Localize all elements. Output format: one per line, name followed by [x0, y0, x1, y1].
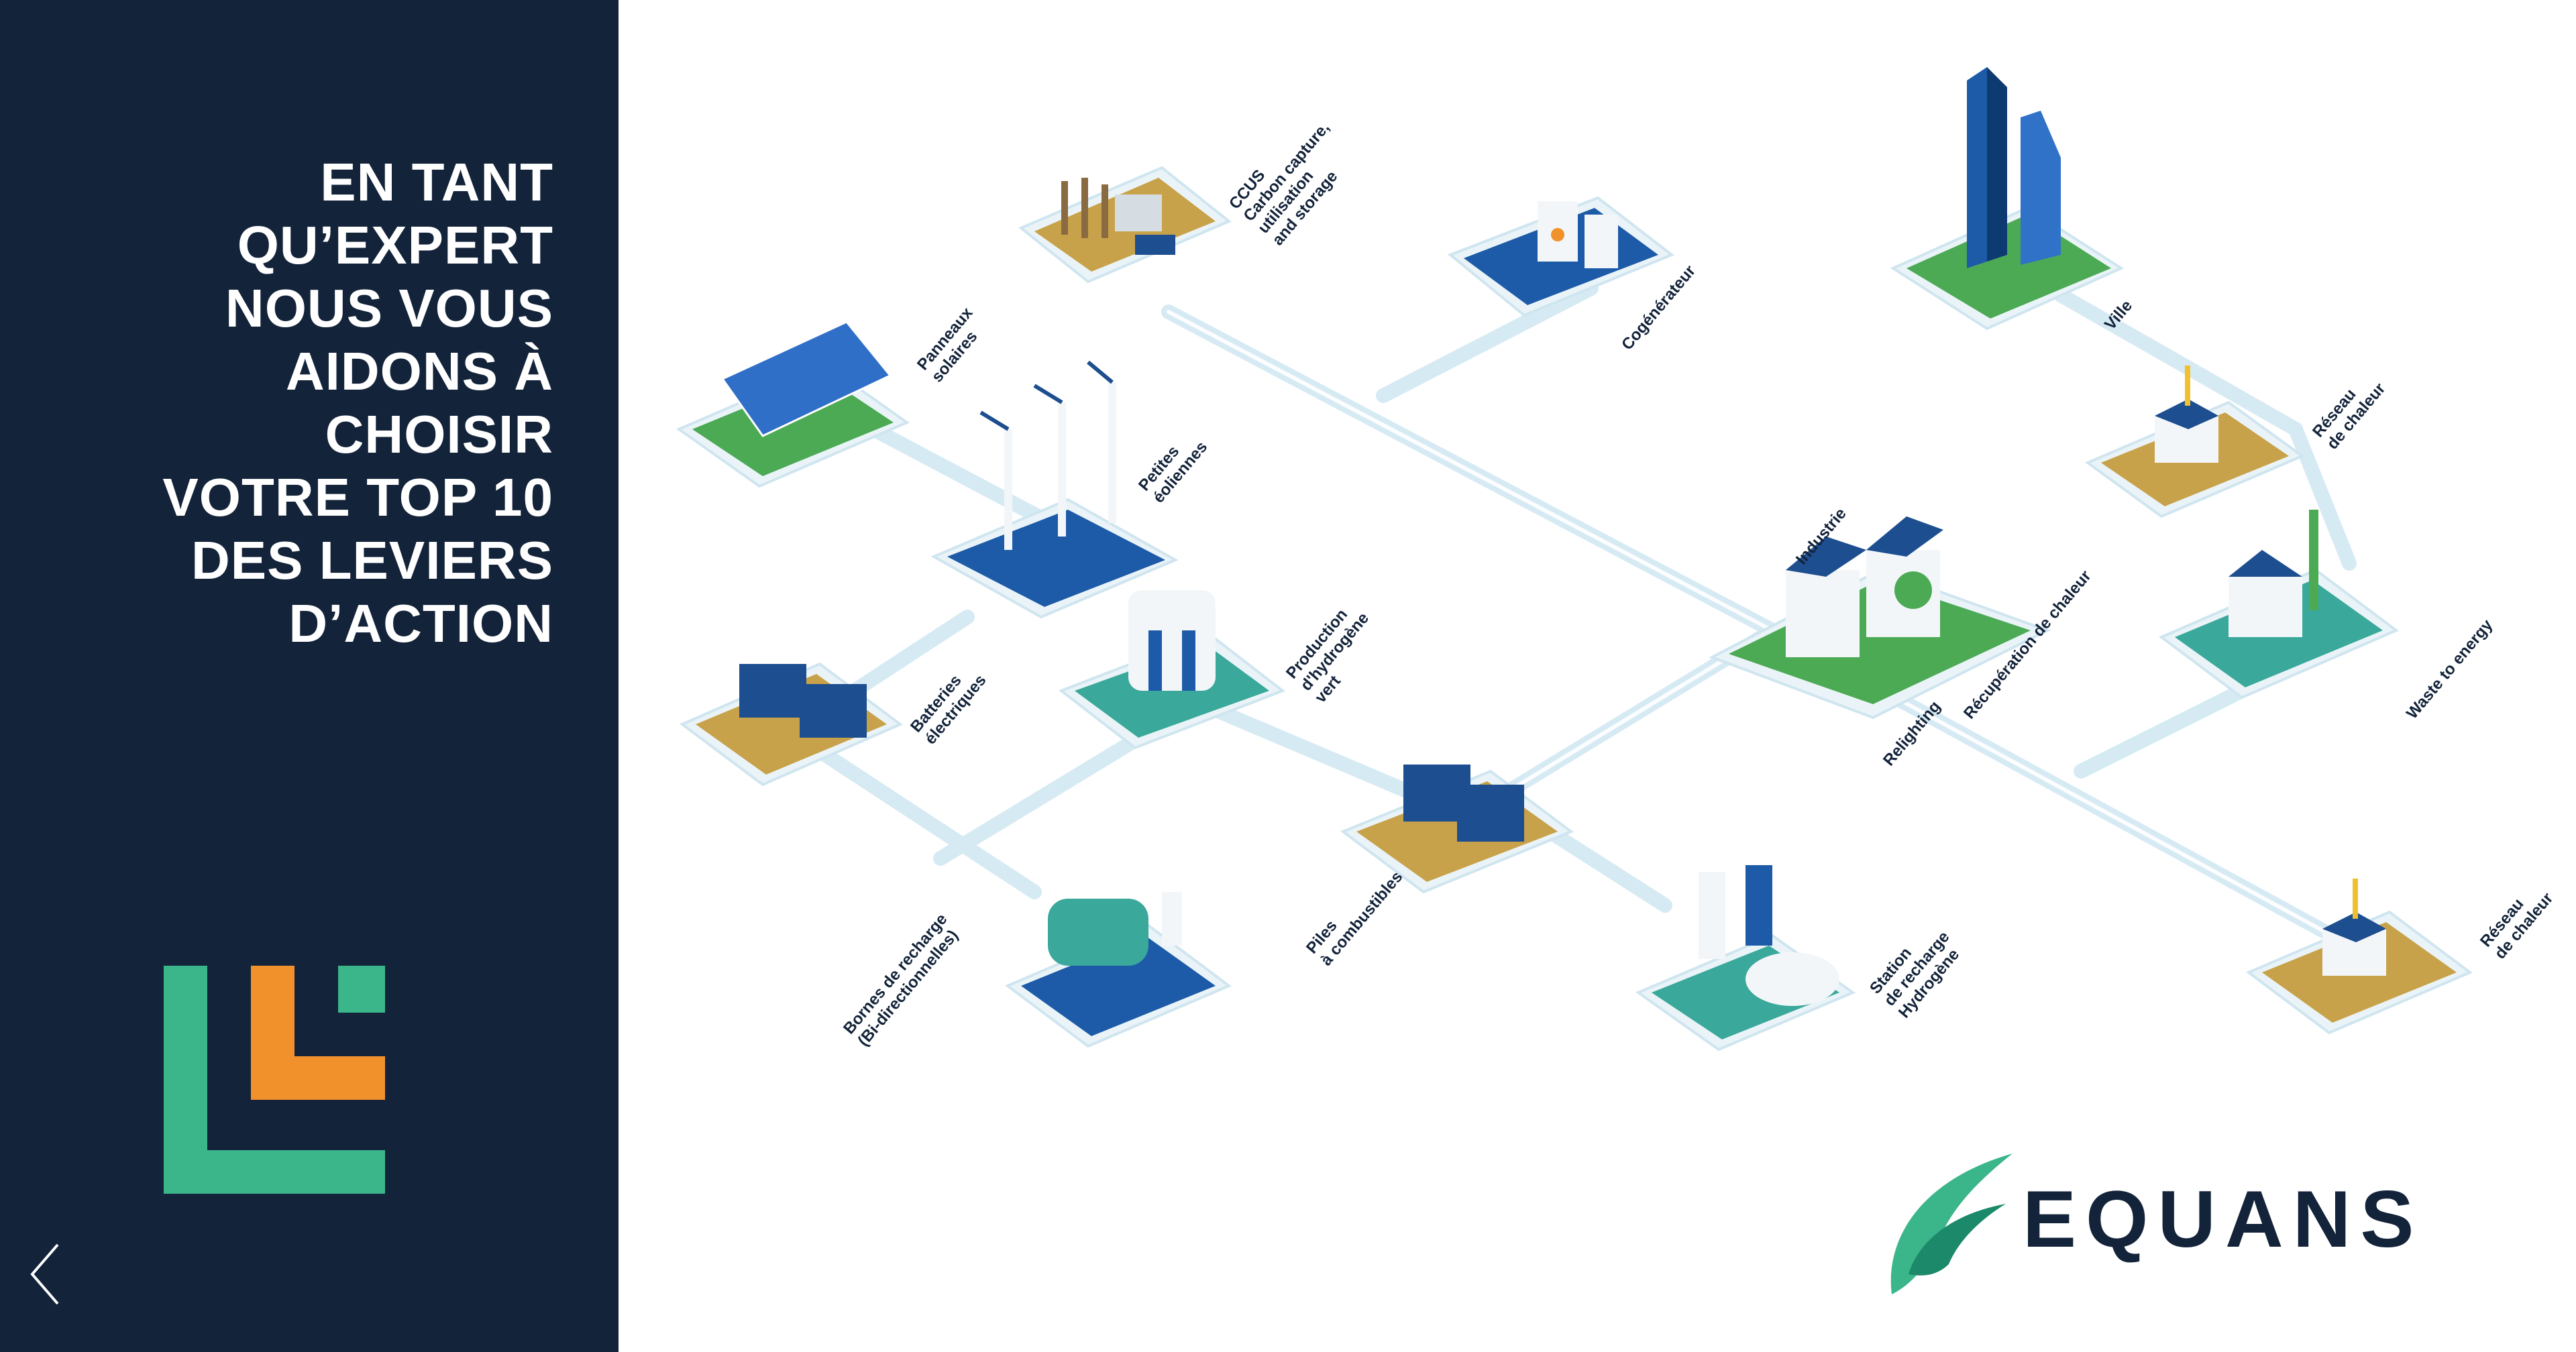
bornes-recharge-tile[interactable]: [1005, 892, 1232, 1048]
diagram-canvas: [676, 67, 2473, 1052]
equans-logo: EQUANS: [1878, 1140, 2496, 1301]
industrie-tile[interactable]: [1709, 516, 2051, 720]
headline-line: D’ACTION: [288, 594, 553, 653]
ccus-tile[interactable]: [1018, 166, 1232, 284]
headline-line: CHOISIR: [325, 404, 553, 464]
headline-line: QU’EXPERT: [237, 215, 553, 275]
headline-line: DES LEVIERS: [191, 530, 553, 590]
brand-mark-icon: [164, 966, 385, 1194]
panneaux-solaires-tile[interactable]: [676, 321, 910, 488]
cogenerateur-tile[interactable]: [1448, 196, 1674, 317]
left-panel: EN TANT QU’EXPERT NOUS VOUS AIDONS À CHO…: [0, 0, 619, 1352]
petites-eoliennes-tile[interactable]: [930, 360, 1179, 619]
chevron-left-icon[interactable]: [25, 1241, 66, 1308]
headline-line: NOUS VOUS: [225, 278, 553, 338]
production-hydrogene-tile[interactable]: [1058, 590, 1286, 750]
reseau-chaleur-tile-2[interactable]: [2246, 879, 2473, 1035]
equans-swoosh-icon: [1890, 1153, 2012, 1294]
reseau-chaleur-tile-1[interactable]: [2084, 365, 2306, 518]
equans-wordmark: EQUANS: [2023, 1174, 2424, 1264]
headline-line: VOTRE TOP 10: [162, 467, 553, 527]
headline-line: AIDONS À: [285, 341, 553, 401]
piles-combustibles-tile[interactable]: [1340, 765, 1574, 894]
batteries-tile[interactable]: [680, 662, 903, 787]
waste-to-energy-tile[interactable]: [2159, 510, 2399, 699]
station-hydrogene-tile[interactable]: [1635, 865, 1856, 1052]
headline-line: EN TANT: [320, 152, 553, 212]
ville-tile[interactable]: [1890, 67, 2125, 331]
connection-pipes: [786, 281, 2370, 960]
energy-diagram: CCUS Carbon capture, utilisation and sto…: [619, 0, 2576, 1352]
headline: EN TANT QU’EXPERT NOUS VOUS AIDONS À CHO…: [40, 151, 553, 655]
